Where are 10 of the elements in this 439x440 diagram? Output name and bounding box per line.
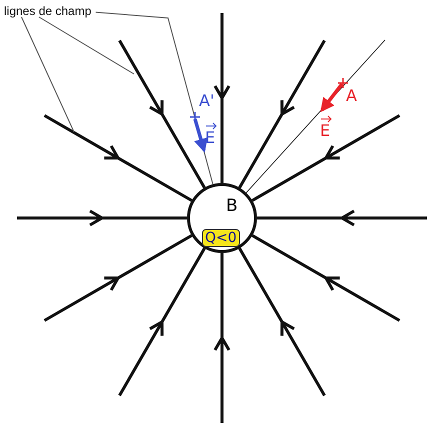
point-label: B [226,198,238,215]
leader-line [38,16,134,74]
charge-sphere [187,183,257,253]
point-label: A [346,88,357,104]
vector-label: E [320,123,330,139]
vector-label: E [205,130,216,146]
charge-value-badge: Q<0 [202,229,240,247]
leader-line [20,16,74,132]
callout-text: lignes de champ [4,5,92,17]
point-label: A' [199,93,214,109]
